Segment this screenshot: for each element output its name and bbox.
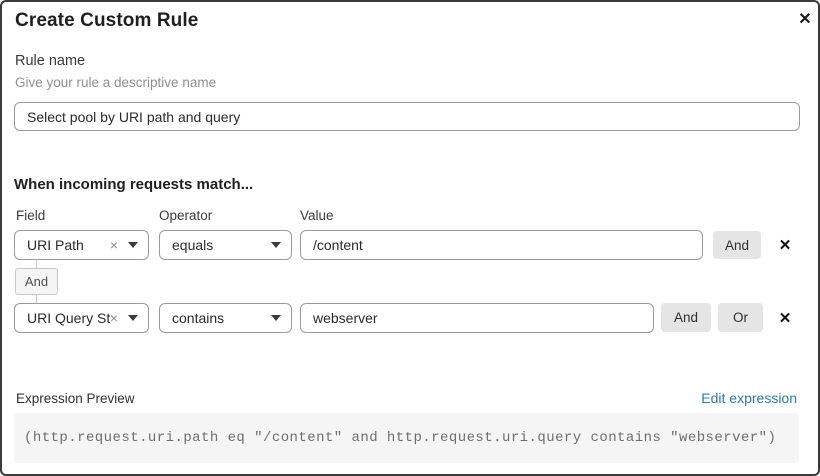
field-column-label: Field xyxy=(16,208,46,223)
chevron-down-icon xyxy=(128,242,138,248)
field-select-row2[interactable]: URI Query St... × xyxy=(14,303,149,333)
operator-select-row1-value: equals xyxy=(172,237,214,253)
field-select-row2-value: URI Query St... xyxy=(27,310,110,326)
clear-icon[interactable]: × xyxy=(109,310,118,326)
operator-select-row2-value: contains xyxy=(172,310,225,326)
expression-preview-label: Expression Preview xyxy=(16,391,135,406)
rule-name-input[interactable] xyxy=(14,102,800,131)
operator-select-row2[interactable]: contains xyxy=(159,303,292,333)
chevron-down-icon xyxy=(271,242,281,248)
or-button-row2[interactable]: Or xyxy=(718,303,763,332)
and-connector-badge: And xyxy=(15,268,58,295)
chevron-down-icon xyxy=(128,315,138,321)
operator-select-row1[interactable]: equals xyxy=(159,230,292,260)
field-select-row1[interactable]: URI Path × xyxy=(14,230,149,260)
clear-icon[interactable]: × xyxy=(109,237,118,253)
and-button-row2[interactable]: And xyxy=(661,303,711,332)
page-title: Create Custom Rule xyxy=(15,10,199,31)
rule-name-hint: Give your rule a descriptive name xyxy=(15,75,217,90)
value-input-row2[interactable] xyxy=(300,303,654,333)
field-select-row1-value: URI Path xyxy=(27,237,84,253)
operator-column-label: Operator xyxy=(159,208,213,223)
expression-code: (http.request.uri.path eq "/content" and… xyxy=(24,430,777,446)
match-heading: When incoming requests match... xyxy=(14,176,254,193)
remove-row1-icon[interactable]: ✕ xyxy=(778,237,792,254)
edit-expression-link[interactable]: Edit expression xyxy=(701,390,797,406)
chevron-down-icon xyxy=(271,315,281,321)
and-button-row1[interactable]: And xyxy=(713,231,761,259)
remove-row2-icon[interactable]: ✕ xyxy=(778,310,792,327)
expression-preview-block: (http.request.uri.path eq "/content" and… xyxy=(14,413,799,463)
close-icon[interactable]: ✕ xyxy=(798,11,812,28)
rule-name-label: Rule name xyxy=(15,53,86,69)
value-column-label: Value xyxy=(300,208,334,223)
value-input-row1[interactable] xyxy=(300,230,703,260)
